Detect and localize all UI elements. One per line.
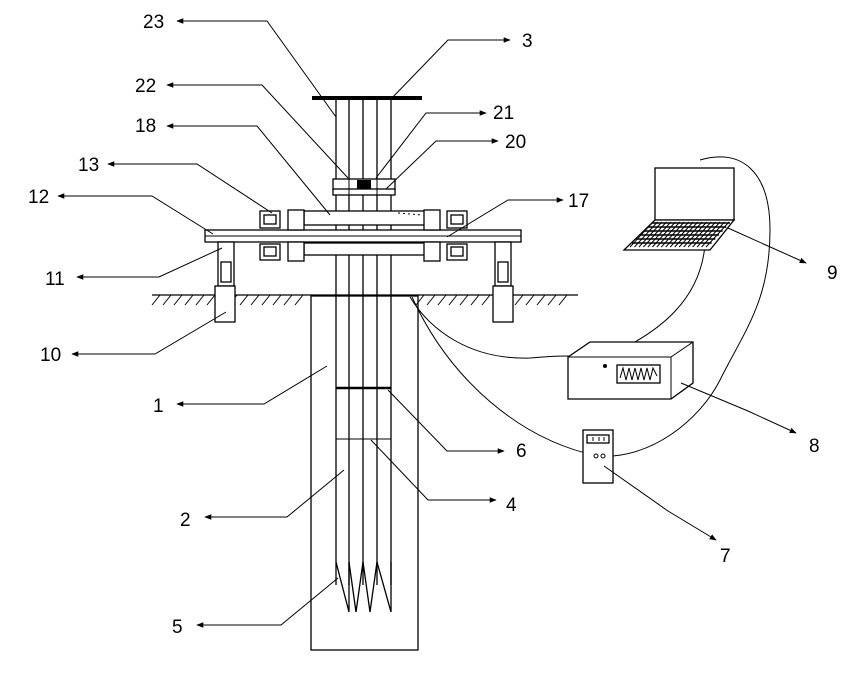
ground-hatch-mark bbox=[261, 294, 271, 306]
keyboard-column bbox=[629, 221, 654, 248]
ground-hatch-mark bbox=[448, 294, 458, 306]
top-plate bbox=[312, 96, 422, 100]
ground-hatch-mark bbox=[162, 294, 172, 306]
ground-hatch-mark bbox=[536, 294, 546, 306]
ground-hatch-mark bbox=[437, 294, 447, 306]
label-3: 3 bbox=[522, 31, 533, 52]
ground-hatch-mark bbox=[283, 294, 293, 306]
keyboard-column bbox=[647, 221, 672, 248]
ground-hatch-mark bbox=[151, 294, 161, 306]
label-11: 11 bbox=[45, 269, 65, 290]
left-support bbox=[214, 241, 236, 323]
ground-hatch-mark bbox=[415, 294, 425, 306]
cross-beam bbox=[204, 229, 522, 243]
label-22: 22 bbox=[135, 76, 156, 97]
ground-hatch-mark bbox=[294, 294, 304, 306]
keyboard-column bbox=[669, 221, 694, 248]
ground-hatch-mark bbox=[173, 294, 183, 306]
label-17: 17 bbox=[568, 191, 589, 212]
label-4: 4 bbox=[506, 495, 517, 516]
label-6: 6 bbox=[516, 441, 527, 462]
keyboard-column bbox=[696, 221, 721, 248]
label-13: 13 bbox=[78, 155, 99, 176]
ground-hatch-mark bbox=[195, 294, 205, 306]
right-loading-unit bbox=[423, 209, 468, 262]
label-20: 20 bbox=[505, 132, 526, 153]
upper-collar bbox=[303, 210, 426, 226]
keyboard-column bbox=[656, 221, 681, 248]
ground-hatch-mark bbox=[547, 294, 557, 306]
data-acquisition-box bbox=[567, 341, 694, 400]
label-7: 7 bbox=[720, 546, 731, 567]
keyboard-column bbox=[665, 221, 690, 248]
ground-hatch-mark bbox=[459, 294, 469, 306]
keyboard-column bbox=[638, 221, 663, 248]
ground-hatch-mark bbox=[426, 294, 436, 306]
ground-hatch-mark bbox=[206, 294, 216, 306]
ground-hatch-mark bbox=[470, 294, 480, 306]
label-23: 23 bbox=[143, 12, 164, 33]
keyboard-column bbox=[701, 221, 725, 248]
waveform-icon bbox=[619, 366, 658, 381]
keyboard-column bbox=[678, 221, 703, 248]
ground-hatch-mark bbox=[558, 294, 568, 306]
keyboard-column bbox=[660, 221, 685, 248]
ground-hatch-mark bbox=[514, 294, 524, 306]
keyboard-column bbox=[643, 221, 667, 248]
label-12: 12 bbox=[28, 187, 49, 208]
lower-collar bbox=[303, 242, 426, 256]
label-1: 1 bbox=[153, 396, 164, 417]
keyboard-column bbox=[634, 221, 658, 248]
label-10: 10 bbox=[40, 345, 61, 366]
keyboard-column bbox=[651, 221, 676, 248]
keyboard-column bbox=[674, 221, 699, 248]
label-8: 8 bbox=[809, 436, 820, 457]
right-support bbox=[492, 241, 514, 323]
ground-hatch-mark bbox=[239, 294, 249, 306]
rod-bundle bbox=[335, 100, 392, 585]
label-5: 5 bbox=[172, 617, 183, 638]
keyboard-column bbox=[683, 221, 708, 248]
label-21: 21 bbox=[493, 103, 514, 124]
laptop-icon bbox=[622, 167, 736, 251]
label-18: 18 bbox=[135, 116, 156, 137]
ground-hatch-mark bbox=[250, 294, 260, 306]
keyboard-column bbox=[687, 221, 712, 248]
label-2: 2 bbox=[180, 510, 191, 531]
leader-lines bbox=[57, 18, 807, 628]
ground-hatch-mark bbox=[481, 294, 491, 306]
ground-hatch-mark bbox=[184, 294, 194, 306]
beam-cable bbox=[397, 212, 423, 216]
controller-unit bbox=[582, 429, 614, 484]
part-number-labels: 23 3 22 21 18 20 13 12 17 11 9 10 1 8 6 … bbox=[28, 12, 838, 638]
ground-hatch-mark bbox=[272, 294, 282, 306]
borehole bbox=[310, 295, 419, 651]
keyboard-column bbox=[705, 221, 730, 248]
left-loading-unit bbox=[259, 209, 305, 262]
clamp-assembly bbox=[332, 178, 396, 196]
keyboard-column bbox=[692, 221, 716, 248]
ground-hatch-mark bbox=[525, 294, 535, 306]
label-9: 9 bbox=[827, 263, 838, 284]
pile-tips bbox=[335, 561, 392, 613]
